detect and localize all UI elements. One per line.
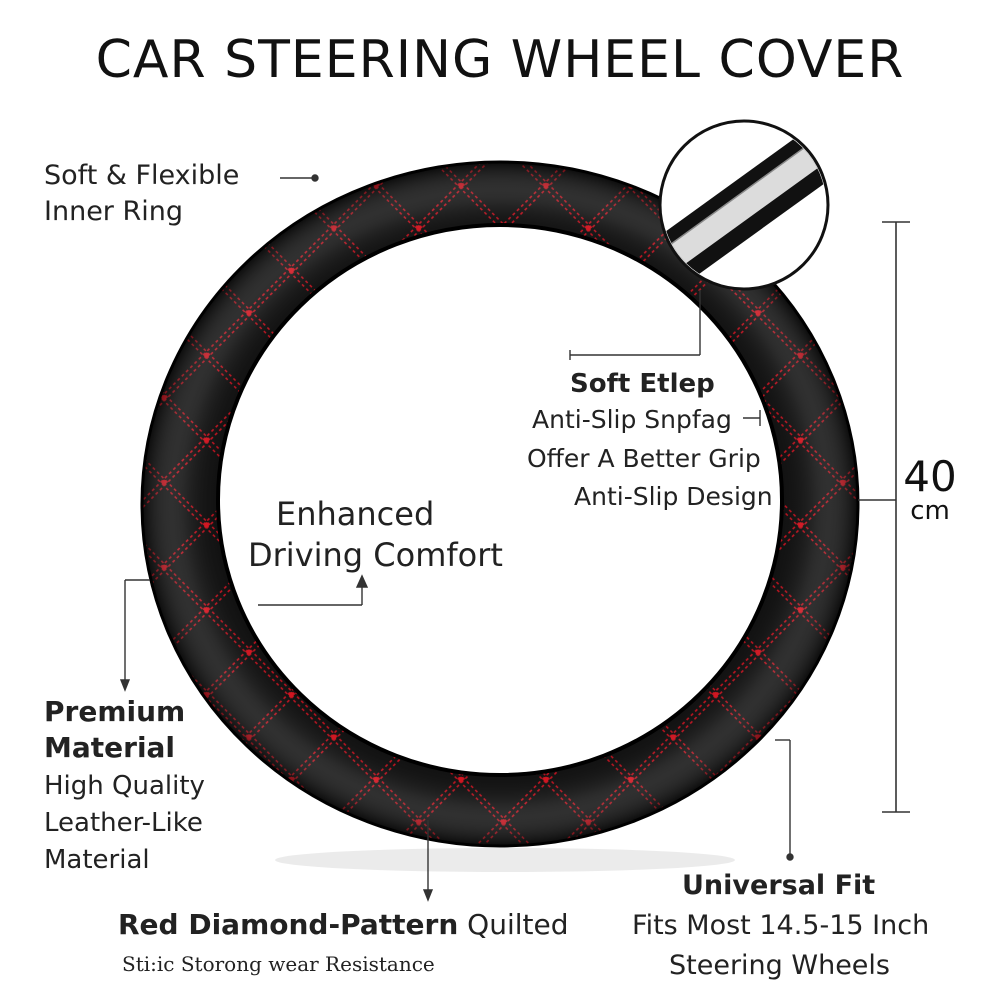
diameter-value: 40 bbox=[903, 452, 957, 501]
page-title: CAR STEERING WHEEL COVER bbox=[95, 30, 905, 90]
inner-ring-label: Soft & Flexible Inner Ring bbox=[44, 158, 239, 230]
soft-grip-line-1: Anti-Slip Snpfag bbox=[532, 405, 732, 434]
wheel-outer-edge bbox=[140, 160, 860, 848]
soft-grip-heading: Soft Etlep bbox=[570, 369, 715, 399]
wheel-shadow bbox=[275, 848, 735, 872]
wheel-inner-edge bbox=[216, 223, 784, 777]
inner-ring-line-2: Inner Ring bbox=[44, 196, 183, 227]
universal-fit-heading: Universal Fit bbox=[682, 870, 876, 901]
premium-heading-line-2: Material bbox=[44, 731, 176, 764]
premium-desc-line-2: Leather-Like bbox=[44, 808, 203, 838]
inner-ring-zoom-inset bbox=[658, 119, 830, 291]
diameter-dimension-bar bbox=[858, 221, 910, 813]
soft-grip-line-3: Anti-Slip Design bbox=[574, 482, 773, 511]
premium-desc-line-3: Material bbox=[44, 845, 150, 875]
universal-fit-line-2: Steering Wheels bbox=[669, 950, 890, 981]
red-pattern-subtext: Sti:ic Storong wear Resistance bbox=[122, 952, 435, 976]
premium-heading-line-1: Premium bbox=[44, 695, 186, 728]
red-pattern-bold: Red Diamond-Pattern bbox=[118, 908, 459, 941]
universal-fit-line-1: Fits Most 14.5-15 Inch bbox=[632, 910, 930, 941]
leader-lines bbox=[119, 174, 794, 902]
red-pattern-heading: Red Diamond-Pattern Quilted bbox=[118, 907, 569, 943]
premium-desc-line-1: High Quality bbox=[44, 771, 205, 801]
soft-grip-line-2: Offer A Better Grip bbox=[527, 444, 761, 473]
red-pattern-rest: Quilted bbox=[458, 908, 569, 941]
inner-ring-line-1: Soft & Flexible bbox=[44, 160, 240, 191]
comfort-line-2: Driving Comfort bbox=[248, 536, 503, 574]
diameter-unit: cm bbox=[910, 496, 950, 526]
comfort-line-1: Enhanced bbox=[276, 495, 435, 533]
